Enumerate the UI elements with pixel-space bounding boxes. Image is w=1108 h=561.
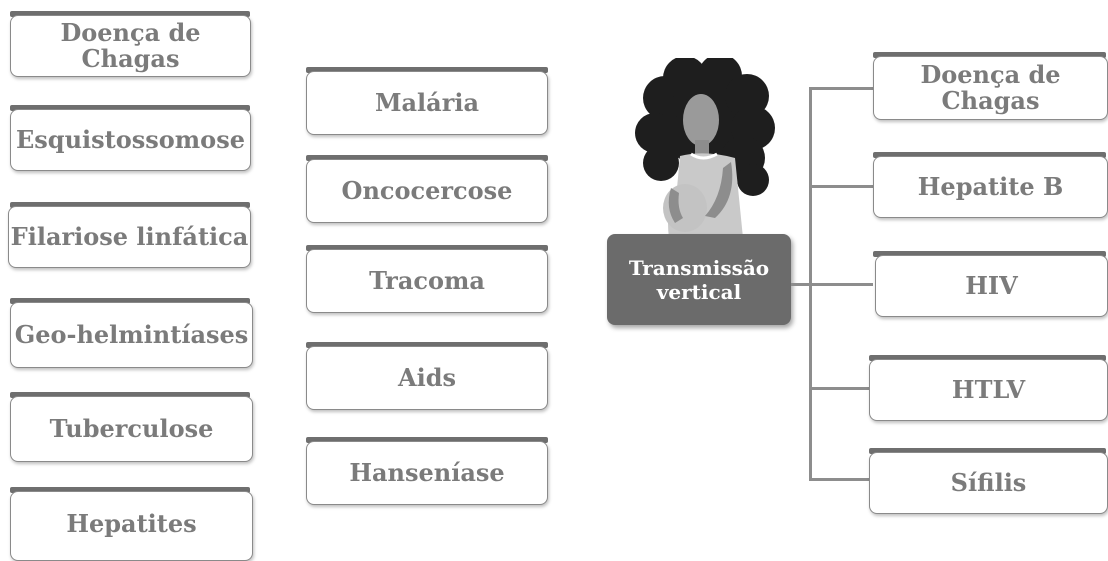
right-card-sifilis: Sífilis [869,452,1108,514]
left-card-tuberculose: Tuberculose [10,396,253,462]
connector-branch [809,387,869,390]
left-card-chagas: Doença de Chagas [10,15,251,77]
right-card-hepatite-b: Hepatite B [873,156,1108,218]
left-card-esquistossomose: Esquistossomose [10,109,251,171]
left-card-geo-helmintiases: Geo-helmintíases [10,302,253,368]
left-card-filariose: Filariose linfática [8,206,251,268]
middle-card-aids: Aids [306,346,548,410]
left-card-hepatites: Hepatites [10,491,253,561]
connector-branch [809,87,873,90]
connector-branch [809,185,873,188]
middle-card-tracoma: Tracoma [306,249,548,313]
middle-card-hanseniase: Hanseníase [306,441,548,505]
transmissao-vertical-node: Transmissão vertical [607,234,791,325]
middle-card-malaria: Malária [306,71,548,135]
connector-branch [809,283,873,286]
right-card-chagas: Doença de Chagas [873,56,1108,120]
pregnant-woman-icon [625,58,785,238]
connector-horizontal [791,283,811,286]
middle-card-oncocercose: Oncocercose [306,159,548,223]
right-card-htlv: HTLV [869,359,1108,421]
connector-branch [809,478,869,481]
right-card-hiv: HIV [875,255,1108,317]
